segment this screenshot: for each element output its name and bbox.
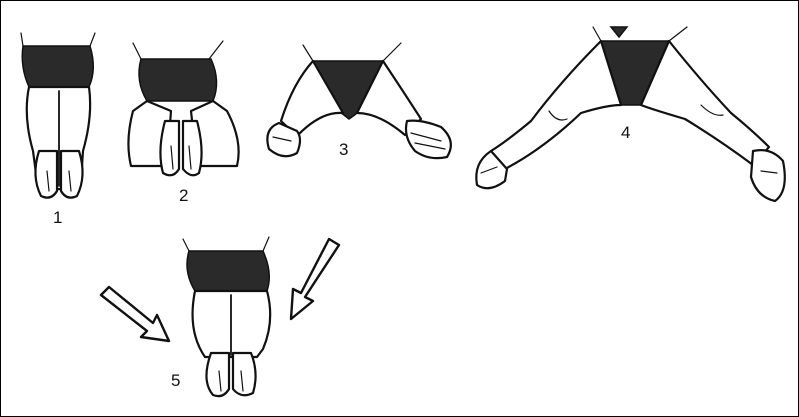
right-arrow-icon <box>291 239 339 319</box>
step-3-label: 3 <box>339 140 348 159</box>
step-4-figure <box>476 27 785 201</box>
step-1-label: 1 <box>53 208 62 227</box>
step-2-figure <box>128 41 238 175</box>
left-arrow-icon <box>101 287 169 341</box>
step-5-label: 5 <box>171 371 180 390</box>
step-5-figure <box>183 237 270 396</box>
step-2-label: 2 <box>179 186 188 205</box>
step-3-figure <box>267 43 450 158</box>
step-4-label: 4 <box>621 123 630 142</box>
step-1-figure <box>21 33 95 198</box>
